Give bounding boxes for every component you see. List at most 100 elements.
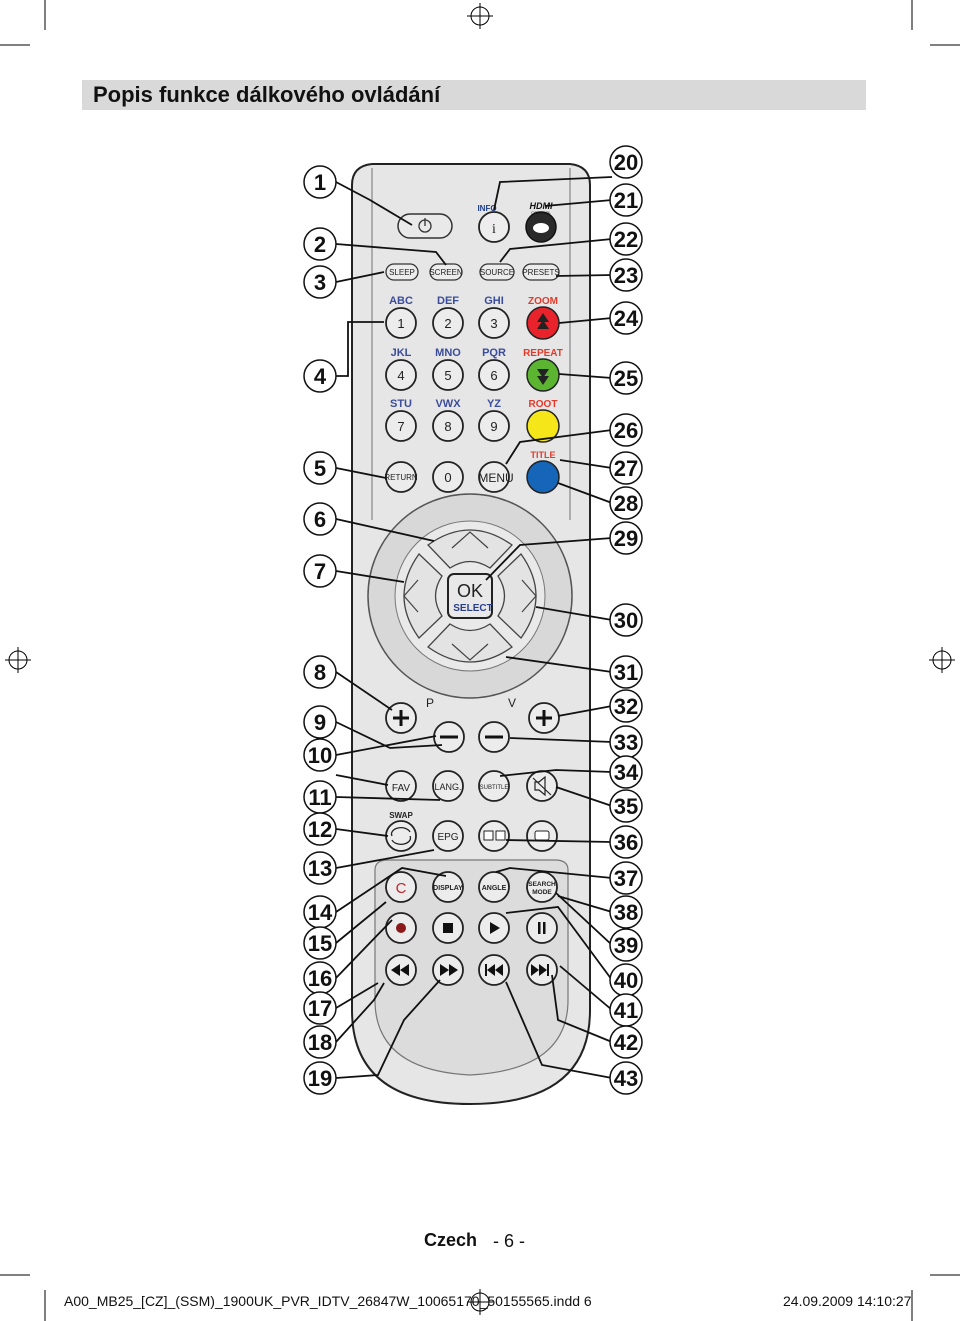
callout-left-circle — [303, 359, 337, 393]
nav-up-button — [427, 529, 513, 569]
angle-button — [478, 871, 510, 903]
nav-right-button — [497, 553, 537, 639]
rewind-icon — [391, 964, 409, 976]
callout-left-number: 6 — [314, 507, 326, 532]
digit-0-label: 0 — [444, 470, 451, 485]
repeat-label: REPEAT — [523, 348, 563, 359]
letter-labels: ABC DEF GHI JKL MNO PQR STU VWX YZ — [389, 295, 506, 410]
callout-left-circle — [303, 851, 337, 885]
digit-1-label: 1 — [397, 316, 404, 331]
callout-right-number: 23 — [614, 263, 638, 288]
callout-right-number: 21 — [614, 188, 638, 213]
digit-7-button — [385, 410, 417, 442]
presets-button — [522, 263, 560, 281]
search-label: SEARCH — [528, 881, 556, 888]
callout-left-number: 8 — [314, 660, 326, 685]
swap-button — [385, 820, 417, 852]
callout-left-circle — [303, 165, 337, 199]
lang-button — [432, 770, 464, 802]
sleep-button — [385, 263, 419, 281]
digit-2-label: 2 — [444, 316, 451, 331]
callout-left-number: 1 — [314, 170, 326, 195]
fav-label: FAV — [392, 783, 410, 794]
pip-icon — [483, 830, 506, 841]
callout-right-number: 31 — [614, 660, 638, 685]
registration-mark-right — [929, 647, 955, 673]
callout-right-circle — [609, 222, 643, 256]
play-icon — [490, 922, 500, 934]
next-icon — [531, 964, 549, 976]
fast-forward-icon — [440, 964, 458, 976]
digit-4-button — [385, 359, 417, 391]
letters-vwx: VWX — [435, 398, 461, 410]
swap-icon — [390, 827, 412, 845]
ok-button — [447, 573, 493, 619]
epg-button — [432, 820, 464, 852]
callout-left-number: 18 — [308, 1030, 332, 1055]
callout-right-number: 33 — [614, 730, 638, 755]
menu-button — [478, 461, 510, 493]
return-button — [385, 461, 417, 493]
info-button — [478, 211, 510, 243]
callout-right-number: 29 — [614, 526, 638, 551]
callout-right-number: 26 — [614, 418, 638, 443]
callout-right-circle — [609, 301, 643, 335]
display-label: DISPLAY — [433, 885, 463, 892]
clear-label: C — [396, 880, 407, 897]
callout-left-circle — [303, 227, 337, 261]
callout-right-circle — [609, 258, 643, 292]
callout-left-number: 16 — [308, 966, 332, 991]
callout-left-number: 3 — [314, 270, 326, 295]
page-title: Popis funkce dálkového ovládání — [93, 82, 441, 107]
fav-button — [385, 770, 417, 802]
callout-left-circle — [303, 265, 337, 299]
callout-left-number: 11 — [308, 785, 331, 810]
callout-left-circle — [303, 502, 337, 536]
clear-button — [385, 871, 417, 903]
callout-right-circle — [609, 655, 643, 689]
pip-button — [478, 820, 510, 852]
callout-right-circle — [609, 861, 643, 895]
teletext-icon — [534, 830, 550, 841]
callout-left-circle — [303, 926, 337, 960]
pause-button — [526, 912, 558, 944]
hdmi-sub-label: CONTROL — [531, 210, 551, 215]
callout-right-number: 39 — [614, 933, 638, 958]
registration-mark-bottom — [467, 1289, 493, 1315]
callout-right-number: 27 — [614, 456, 638, 481]
nav-left-button — [403, 553, 443, 639]
callout-right-circle — [609, 145, 643, 179]
callout-left-circle — [303, 738, 337, 772]
registration-mark-top — [467, 3, 493, 29]
digit-3-button — [478, 307, 510, 339]
callout-right-circle — [609, 486, 643, 520]
letters-ghi: GHI — [484, 295, 504, 307]
title-label: TITLE — [531, 450, 556, 460]
digit-6-label: 6 — [490, 368, 497, 383]
callout-right-number: 28 — [614, 491, 638, 516]
callout-left-number: 14 — [308, 900, 333, 925]
callout-right-circle — [609, 413, 643, 447]
hdmi-label: HDMI — [530, 201, 553, 211]
callout-right-circle — [609, 928, 643, 962]
digit-7-label: 7 — [397, 419, 404, 434]
return-label: RETURN — [384, 473, 418, 482]
callout-right-circle — [609, 1061, 643, 1095]
callout-left-circle — [303, 554, 337, 588]
root-label: ROOT — [529, 399, 558, 410]
letters-def: DEF — [437, 295, 459, 307]
angle-label: ANGLE — [482, 885, 507, 892]
ok-label: OK — [457, 581, 483, 601]
callout-right-circle — [609, 361, 643, 395]
callout-left-number: 15 — [308, 931, 332, 956]
pause-icon — [538, 922, 546, 934]
callout-right-number: 36 — [614, 830, 638, 855]
lang-label: LANG. — [434, 782, 461, 792]
callout-right-circle — [609, 451, 643, 485]
title-bar — [82, 80, 866, 110]
letters-yz: YZ — [487, 398, 501, 410]
stop-icon — [443, 923, 453, 933]
